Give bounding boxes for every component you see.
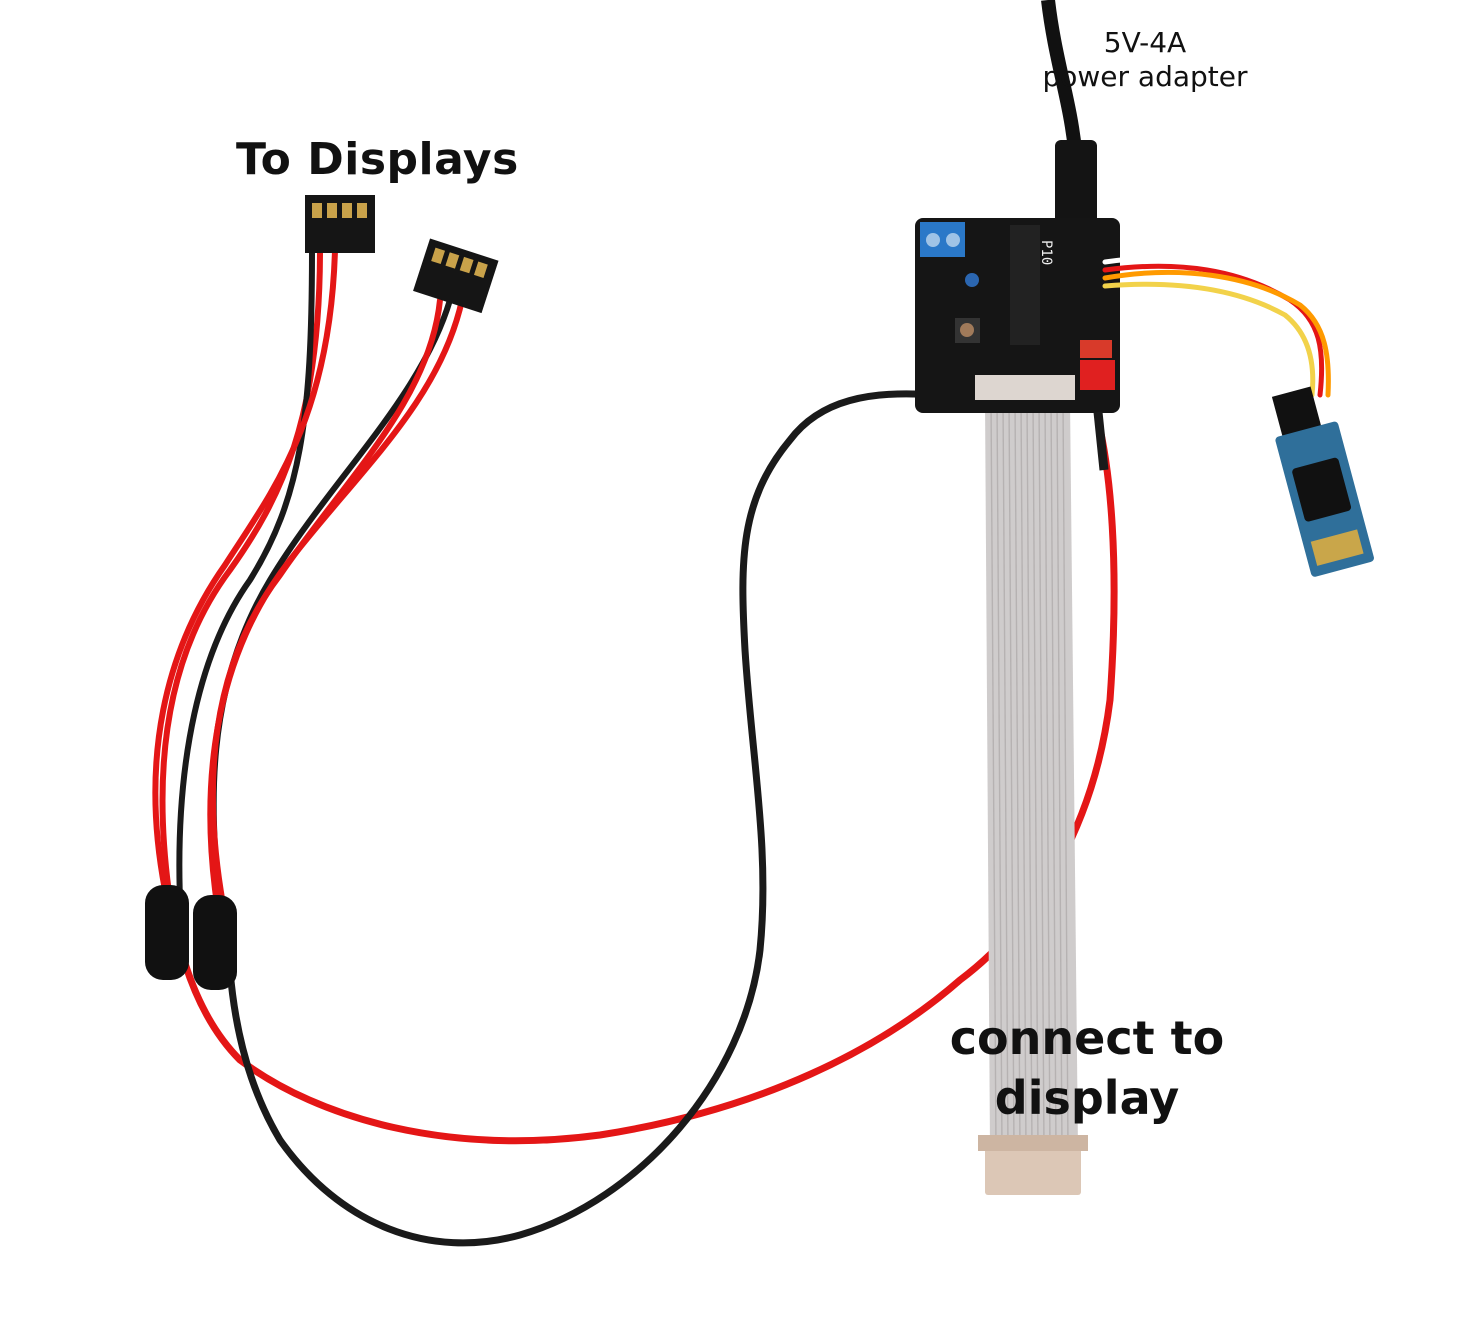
power-adapter-text: power adapter — [1042, 60, 1248, 93]
power-spec-text: 5V-4A — [1103, 26, 1187, 59]
red-power-cable — [166, 416, 1118, 1145]
split-wires — [152, 247, 465, 973]
display-connector-2 — [413, 238, 499, 314]
to-displays-label: To Displays — [236, 134, 519, 185]
connect-display-label: connect to display — [932, 1008, 1242, 1128]
display-text: display — [994, 1071, 1180, 1125]
ribbon-cable-icon — [978, 399, 1088, 1195]
bluetooth-wires — [1102, 255, 1340, 398]
power-adapter-label: 5V-4A power adapter — [1020, 26, 1270, 94]
bluetooth-module-icon — [1271, 386, 1374, 577]
display-connector-1 — [305, 195, 375, 253]
svg-text:P10: P10 — [1038, 240, 1054, 265]
pcb-board-icon: P10 — [915, 218, 1120, 413]
dc-power-plug-icon — [1055, 140, 1097, 230]
connect-to-text: connect to — [949, 1011, 1225, 1065]
splitter-sleeves — [145, 885, 237, 990]
black-power-cable — [226, 390, 939, 1247]
adapter-cable — [1041, 0, 1082, 151]
